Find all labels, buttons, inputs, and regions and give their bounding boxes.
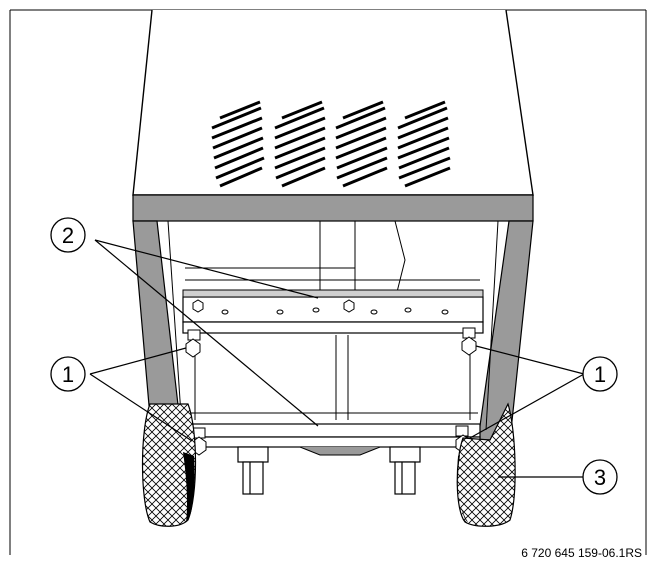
callout-1-right: 1 — [582, 356, 618, 392]
wheels — [141, 402, 516, 527]
screw-upper-right — [461, 327, 477, 356]
bracket-nut-center — [343, 299, 355, 313]
callout-1-left: 1 — [50, 356, 86, 392]
support-legs — [237, 446, 421, 495]
support-leg-right — [389, 446, 421, 463]
vent-grille-4 — [397, 100, 451, 188]
figure-code: 6 720 645 159-06.1RS — [521, 546, 642, 560]
upper-bracket — [182, 289, 484, 334]
callout-2: 2 — [50, 217, 86, 253]
vent-grilles — [211, 100, 451, 188]
base-frame — [132, 194, 534, 441]
wheel-left — [141, 403, 197, 527]
appliance-housing — [132, 9, 534, 196]
svg-text:2: 2 — [62, 223, 74, 248]
svg-text:3: 3 — [594, 465, 606, 490]
wheel-right — [456, 402, 516, 527]
leader-lines — [89, 239, 585, 478]
callout-3: 3 — [582, 459, 618, 495]
support-leg-left — [237, 446, 269, 463]
vent-grille-2 — [274, 100, 326, 188]
svg-text:1: 1 — [62, 362, 74, 387]
bracket-nut-left — [192, 299, 204, 313]
vent-grille-1 — [211, 100, 265, 188]
inner-structure — [167, 220, 499, 431]
svg-text:1: 1 — [594, 362, 606, 387]
vent-grille-3 — [335, 100, 388, 188]
lower-bracket — [187, 412, 481, 456]
screw-upper-left — [185, 329, 201, 358]
